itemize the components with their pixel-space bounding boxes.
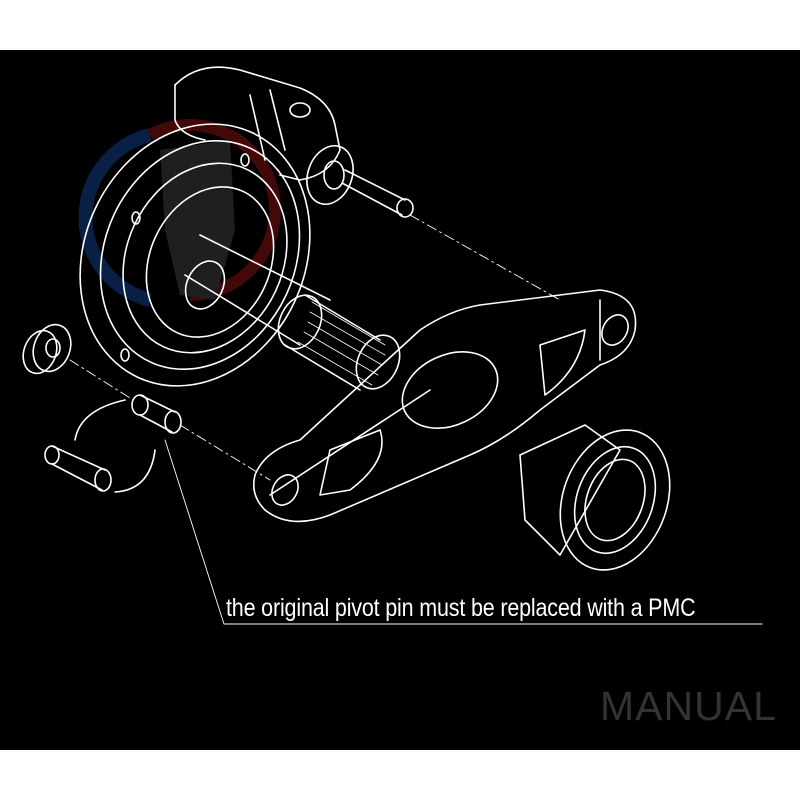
watermark-gear-blue xyxy=(78,128,152,307)
pivot-pin-original xyxy=(44,445,112,492)
watermark-piston xyxy=(160,140,235,300)
flange xyxy=(79,123,311,387)
input-shaft xyxy=(184,234,331,346)
watermark-logo xyxy=(78,119,281,307)
axis-centerlines xyxy=(69,214,561,481)
boss-cylinder xyxy=(306,145,414,218)
spline-cylinder xyxy=(277,294,401,391)
bushing xyxy=(22,323,72,375)
annotation-text: the original pivot pin must be replaced … xyxy=(226,594,696,622)
brand-label: MANUAL xyxy=(600,683,777,729)
swap-arrow-lower xyxy=(114,449,156,493)
release-fork xyxy=(252,289,637,523)
housing-upper xyxy=(174,66,341,181)
swap-arrow-upper xyxy=(74,399,126,441)
release-bearing xyxy=(519,424,671,571)
pivot-pin-new xyxy=(131,394,182,434)
annotation-leader-line xyxy=(164,439,763,625)
